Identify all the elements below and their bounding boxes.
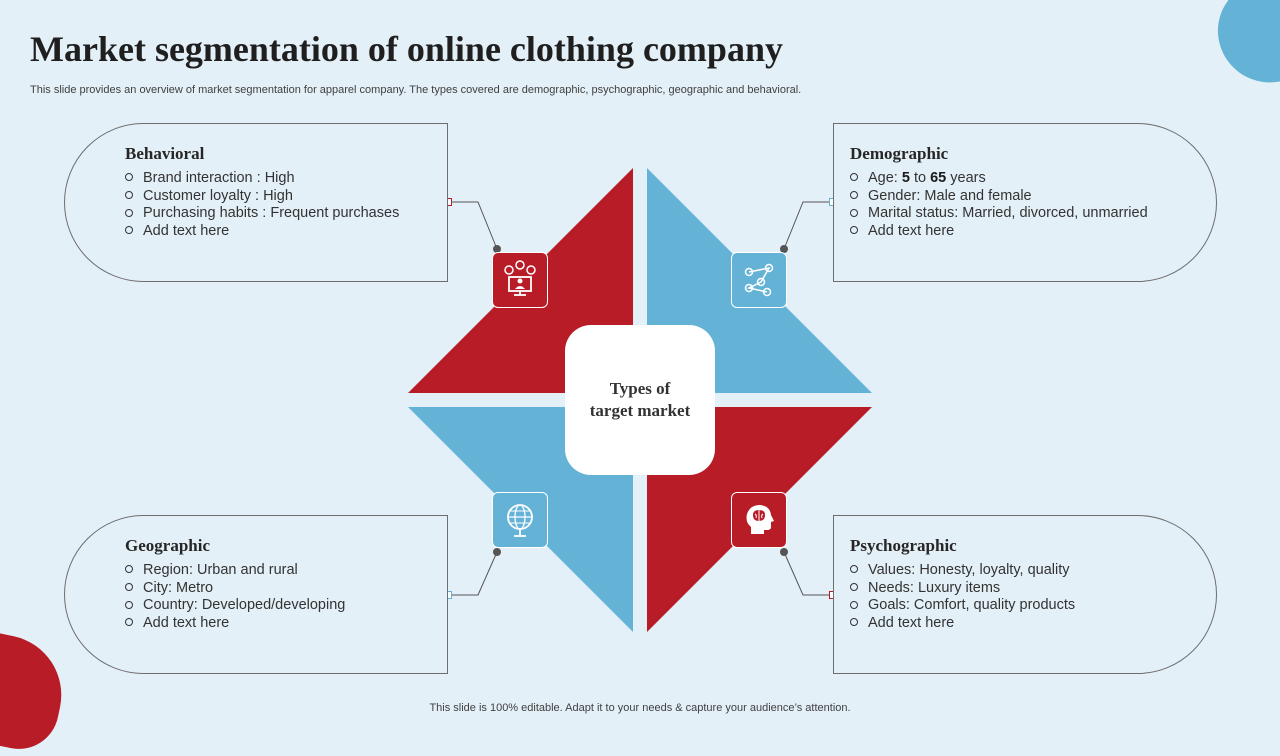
slide-title: Market segmentation of online clothing c… [30,29,783,69]
customer-feedback-icon [492,252,548,308]
list-item: Brand interaction : High [125,170,399,188]
center-box: Types of target market [565,325,715,475]
list-item: Add text here [125,615,345,633]
brain-head-icon [731,492,787,548]
list-item: Age: 5 to 65 years [850,170,1148,188]
demographic-connector [783,201,833,250]
list-item: Add text here [850,615,1075,633]
list-item: Country: Developed/developing [125,597,345,615]
slide-subtitle: This slide provides an overview of marke… [30,84,802,96]
demographic-title: Demographic [850,144,949,163]
psychographic-card: Psychographic Values: Honesty, loyalty, … [833,515,1217,674]
center-label-line1: Types of [609,379,671,398]
center-label-line2: target market [589,401,691,420]
psychographic-connector [783,551,833,596]
list-item: Add text here [850,223,1148,241]
list-item: Gender: Male and female [850,188,1148,206]
behavioral-card: Behavioral Brand interaction : High Cust… [64,123,448,282]
slide-footer: This slide is 100% editable. Adapt it to… [429,702,851,714]
list-item: City: Metro [125,580,345,598]
demographic-card: Demographic Age: 5 to 65 years Gender: M… [833,123,1217,282]
list-item: Customer loyalty : High [125,188,399,206]
list-item: Values: Honesty, loyalty, quality [850,562,1075,580]
list-item: Purchasing habits : Frequent purchases [125,205,399,223]
decorative-blob-bottom-left [0,629,73,756]
psychographic-title: Psychographic [850,536,957,555]
psychographic-list: Values: Honesty, loyalty, quality Needs:… [850,562,1075,633]
list-item: Marital status: Married, divorced, unmar… [850,205,1148,223]
decorative-blob-top-right [1211,0,1280,90]
geographic-card: Geographic Region: Urban and rural City:… [64,515,448,674]
behavioral-connector [448,201,498,250]
list-item: Goals: Comfort, quality products [850,597,1075,615]
geographic-title: Geographic [125,536,210,555]
center-label: Types of target market [575,378,705,422]
behavioral-list: Brand interaction : High Customer loyalt… [125,170,399,241]
list-item: Region: Urban and rural [125,562,345,580]
list-item: Needs: Luxury items [850,580,1075,598]
behavioral-title: Behavioral [125,144,205,163]
geographic-connector [448,551,498,596]
globe-icon [492,492,548,548]
location-network-icon [731,252,787,308]
demographic-list: Age: 5 to 65 years Gender: Male and fema… [850,170,1148,241]
geographic-list: Region: Urban and rural City: Metro Coun… [125,562,345,633]
list-item: Add text here [125,223,399,241]
